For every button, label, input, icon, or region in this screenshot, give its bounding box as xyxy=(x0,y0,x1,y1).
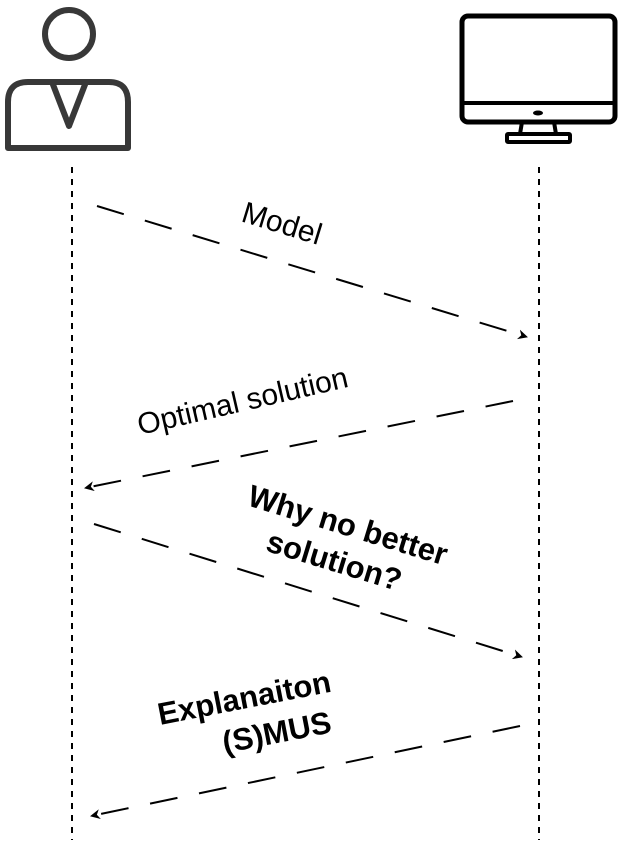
message-label-optimal-solution: Optimal solution xyxy=(134,361,351,442)
message-arrow-why-no-better-solution xyxy=(93,523,523,660)
message-arrow-model xyxy=(96,205,528,340)
message-label-why-no-better-solution: Why no better solution? xyxy=(233,478,460,611)
person-icon xyxy=(5,7,131,151)
monitor-icon xyxy=(459,13,618,144)
message-label-model: Model xyxy=(238,196,326,251)
message-label-explanation-smus: Explanaiton (S)MUS xyxy=(155,662,350,771)
message-arrow-optimal-solution xyxy=(84,400,514,492)
message-arrow-explanation-smus xyxy=(90,725,521,820)
